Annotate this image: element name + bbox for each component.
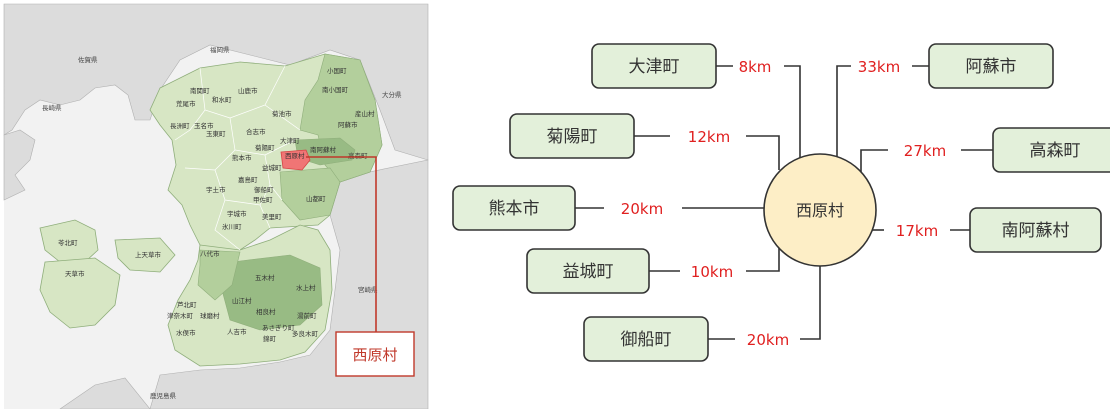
- town-node-label: 菊陽町: [547, 127, 598, 147]
- distance-label: 17km: [896, 222, 938, 240]
- yatsushiro-region: [197, 249, 241, 301]
- amakusa-north: [39, 219, 99, 263]
- municipal-boundaries: [174, 65, 301, 251]
- connector-line: [836, 65, 851, 162]
- muni-label: 荒尾市: [176, 99, 196, 108]
- connector-line: [860, 149, 888, 172]
- kamiamakusa: [114, 237, 176, 273]
- kumamoto-map: 福岡県 佐賀県 長崎県 大分県 宮崎県 鹿児島県 小国町 南小国町 産山村 阿蘇…: [3, 3, 429, 409]
- distance-label: 27km: [904, 142, 946, 160]
- muni-label: 八代市: [200, 249, 220, 258]
- muni-label: 多良木町: [292, 329, 319, 338]
- muni-label: 苓北町: [58, 238, 78, 247]
- muni-label: 宇城市: [227, 209, 247, 218]
- pref-label-miyazaki: 宮崎県: [358, 285, 378, 294]
- muni-label: 水上村: [296, 283, 316, 292]
- town-node-label: 益城町: [563, 262, 614, 282]
- town-node-box: [583, 316, 709, 362]
- distance-label: 12km: [688, 128, 730, 146]
- muni-label: 合志市: [246, 127, 266, 136]
- muni-label: 山都町: [306, 194, 326, 203]
- callout-box: [335, 331, 415, 377]
- nishihara-highlight: [280, 149, 311, 171]
- distance-label: 20km: [747, 331, 789, 349]
- muni-label: 錦町: [263, 334, 277, 343]
- muni-label: 御船町: [254, 185, 274, 194]
- town-node-label: 大津町: [629, 57, 680, 77]
- land-nagasaki: [3, 129, 36, 201]
- muni-label: 宇土市: [206, 185, 226, 194]
- muni-label: 嘉島町: [238, 175, 258, 184]
- muni-label: 大津町: [280, 136, 300, 145]
- callout-connector: [306, 156, 377, 332]
- connector-line: [800, 260, 821, 340]
- muni-label: 甲佐町: [253, 195, 273, 204]
- distance-label: 8km: [739, 58, 772, 76]
- pref-label-nagasaki: 長崎県: [42, 103, 62, 112]
- center-node-circle: [763, 153, 877, 267]
- muni-label: 長洲町: [170, 122, 190, 130]
- muni-label: 阿蘇市: [338, 120, 358, 129]
- muni-label: 菊陽町: [255, 143, 275, 152]
- distance-diagram: 西原村 大津町 8km 阿蘇市 33km 菊陽町 12km 高森町 27km 熊本市 20km 南阿蘇…: [452, 43, 1110, 362]
- muni-label: 西原村: [285, 151, 305, 160]
- callout-label: 西原村: [352, 346, 397, 364]
- pref-label-kagoshima: 鹿児島県: [150, 391, 177, 400]
- town-node-box: [928, 43, 1054, 89]
- town-node-box: [452, 185, 576, 231]
- muni-label: 球磨村: [200, 311, 220, 320]
- center-node-label: 西原村: [796, 201, 844, 220]
- muni-label: 人吉市: [227, 327, 247, 336]
- muni-label: 津奈木町: [167, 311, 194, 320]
- pref-label-saga: 佐賀県: [78, 55, 98, 64]
- muni-label: あさぎり町: [262, 323, 295, 332]
- town-node-box: [509, 113, 635, 159]
- town-node-label: 熊本市: [489, 199, 540, 219]
- muni-label: 産山村: [355, 109, 375, 118]
- connector-line: [746, 248, 780, 272]
- pref-label-oita: 大分県: [382, 90, 402, 99]
- connector-line: [784, 65, 801, 162]
- town-node-label: 御船町: [621, 330, 672, 350]
- town-node-box: [591, 43, 717, 89]
- muni-label: 美里町: [262, 212, 282, 221]
- town-node-box: [992, 127, 1110, 173]
- muni-label: 南阿蘇村: [310, 145, 337, 154]
- land-sw: [59, 377, 151, 409]
- muni-label: 高森町: [348, 151, 368, 160]
- muni-label: 五木村: [255, 273, 275, 282]
- town-node-label: 阿蘇市: [966, 57, 1017, 77]
- town-node-box: [969, 207, 1102, 253]
- muni-label: 玉東町: [206, 129, 226, 138]
- muni-label: 玉名市: [194, 121, 214, 130]
- pref-label-fukuoka: 福岡県: [210, 45, 230, 54]
- muni-label: 山鹿市: [238, 86, 258, 95]
- town-node-label: 高森町: [1030, 141, 1081, 161]
- muni-label: 山江村: [232, 296, 252, 305]
- muni-label: 芦北町: [177, 300, 197, 309]
- muni-label: 水俣市: [176, 328, 196, 337]
- amakusa-main: [39, 257, 121, 329]
- muni-label: 上天草市: [135, 250, 162, 259]
- muni-label: 和水町: [212, 95, 232, 104]
- town-node-label: 南阿蘇村: [1002, 221, 1070, 241]
- muni-label: 天草市: [65, 269, 85, 278]
- muni-label: 菊池市: [272, 109, 292, 118]
- kuma-region: [221, 254, 323, 331]
- town-node-box: [526, 248, 650, 294]
- muni-label: 湯前町: [297, 311, 317, 320]
- muni-label: 熊本市: [232, 153, 252, 162]
- distance-label: 10km: [691, 263, 733, 281]
- muni-label: 南関町: [190, 86, 210, 95]
- connector-line: [746, 135, 780, 170]
- distance-label: 20km: [621, 200, 663, 218]
- muni-label: 益城町: [262, 163, 282, 172]
- distance-label: 33km: [858, 58, 900, 76]
- muni-label: 相良村: [256, 307, 276, 316]
- muni-label: 南小国町: [322, 85, 349, 94]
- muni-label: 小国町: [327, 66, 347, 75]
- muni-label: 氷川町: [222, 222, 242, 231]
